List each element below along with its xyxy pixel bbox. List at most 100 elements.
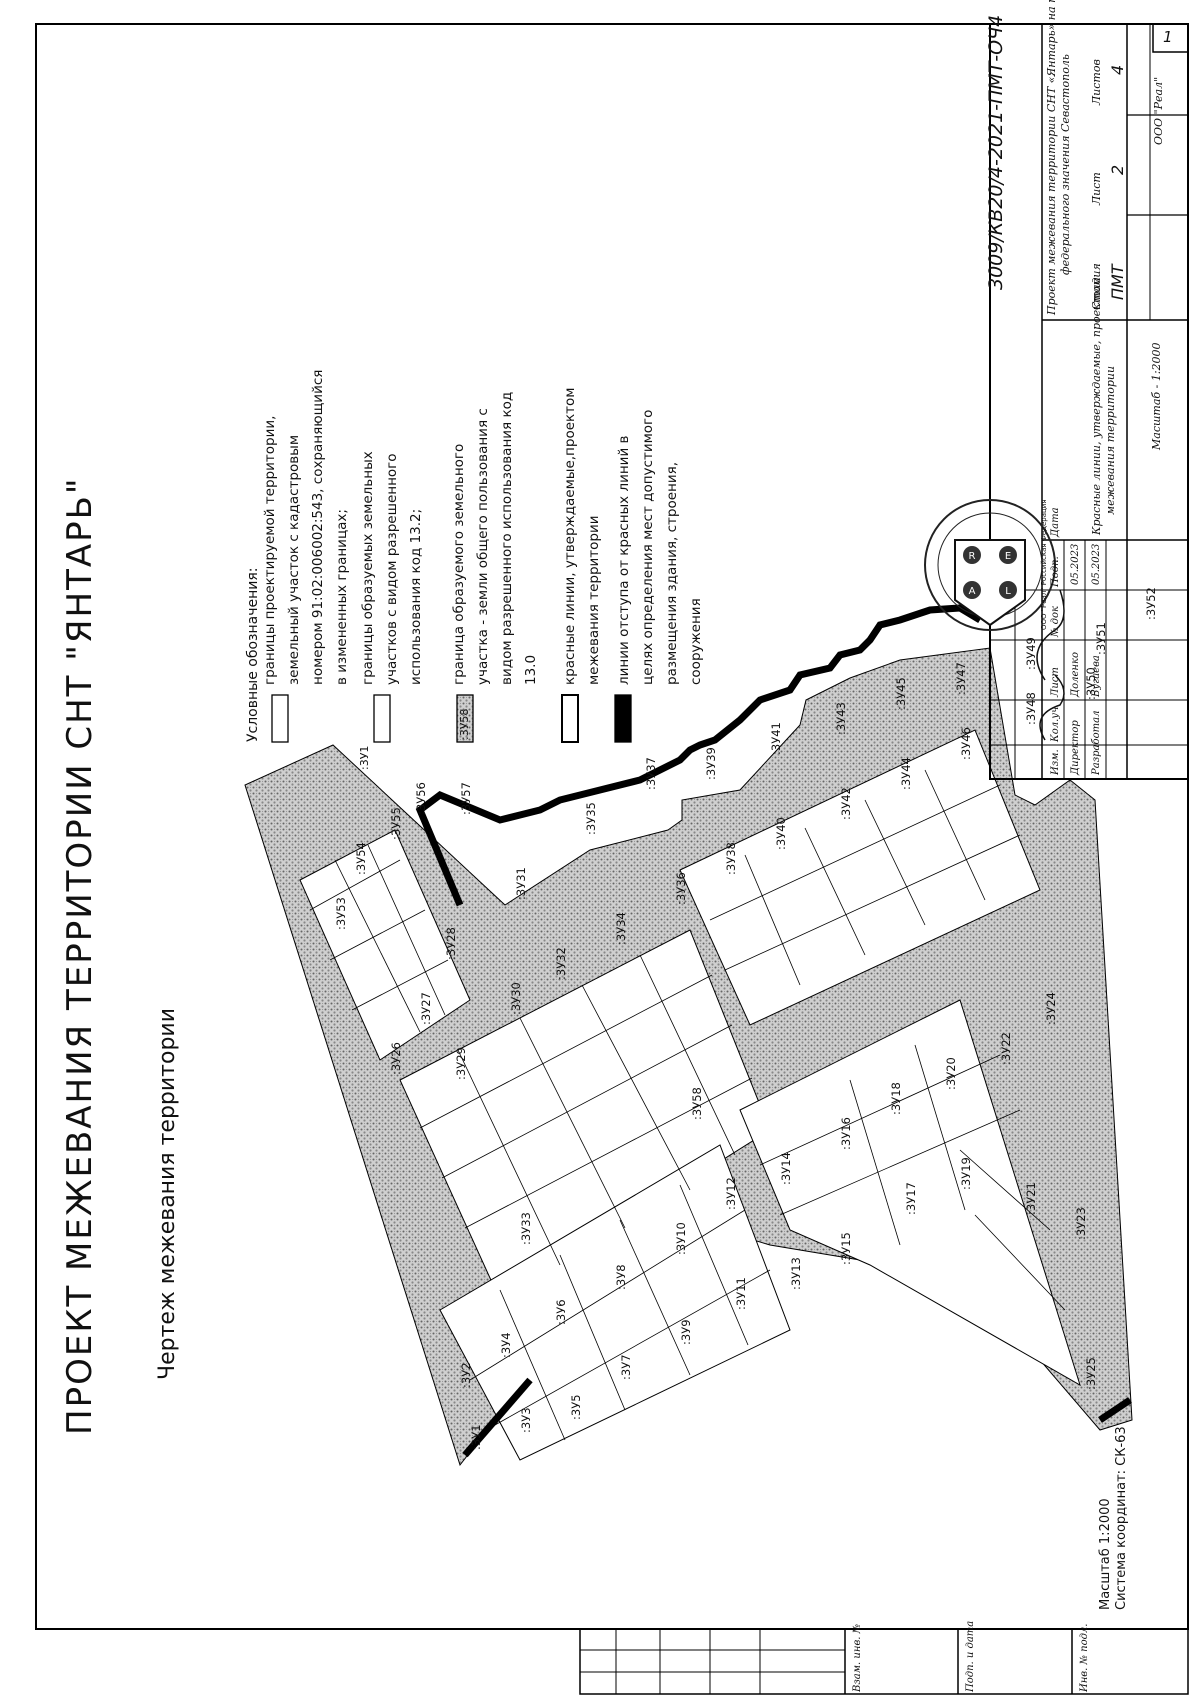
plot-label: :3У20	[944, 1057, 958, 1090]
plot-label: :3У10	[674, 1222, 688, 1255]
legend-symbol-plot	[373, 694, 391, 743]
plot-label: :3У18	[889, 1082, 903, 1115]
plot-label: :3У48	[1024, 692, 1038, 725]
plot-label: :3У16	[839, 1117, 853, 1150]
plot-label: :3У38	[724, 842, 738, 875]
svg-text:E: E	[1005, 551, 1011, 562]
plot-label: :3У46	[959, 727, 973, 760]
seal-caption: ООО "Реал" Российская Федерация	[1040, 499, 1048, 630]
role-developer: Разработал	[1091, 710, 1102, 775]
coord-system-text: Система координат: СК-63	[1114, 1426, 1129, 1610]
plot-label: :3У19	[959, 1157, 973, 1190]
svg-text:L: L	[1005, 586, 1011, 597]
plot-label: :3У2	[459, 1362, 473, 1388]
plot-label: :3У3	[519, 1407, 533, 1433]
plot-label: :3У41	[769, 722, 783, 755]
drawing-subtitle: Чертеж межевания территории	[155, 1007, 180, 1380]
legend-symbols	[271, 694, 632, 743]
name-director: Доленко	[1070, 651, 1081, 697]
plot-label: :3У22	[999, 1032, 1013, 1065]
plot-label: :3У23	[1074, 1207, 1088, 1240]
binding-strip	[579, 1628, 1189, 1695]
legend-symbol-setback	[614, 694, 632, 743]
plot-label: :3У55	[389, 807, 403, 840]
date-developer: 05.2023	[1091, 543, 1102, 585]
legend-symbol-common	[456, 694, 474, 743]
plot-label: :3У26	[389, 1042, 403, 1075]
plot-label: :3У39	[704, 747, 718, 780]
plot-label: :3У56	[414, 782, 428, 815]
strip-label-sign: Подп. и дата	[965, 1620, 976, 1692]
legend-symbol-red-line	[561, 694, 579, 743]
sheet-value: 2	[1108, 164, 1127, 175]
scale-text: Масштаб 1:2000	[1098, 1498, 1113, 1610]
plot-label: :3У49	[1024, 637, 1038, 670]
sheets-value: 4	[1108, 64, 1127, 75]
plot-label: :3У25	[1084, 1357, 1098, 1390]
scale-note: Масштаб 1:2000 Система координат: СК-63	[1098, 1426, 1130, 1610]
plot-label: :3У31	[514, 867, 528, 900]
plot-label: :3У35	[584, 802, 598, 835]
legend-item-territory: границы проектируемой территории, земель…	[262, 369, 350, 685]
col-kol: Кол.уч	[1050, 706, 1061, 742]
legend-item-red-lines: красные линии, утверждаемые,проектом меж…	[562, 387, 602, 685]
plot-label: :3У8	[614, 1264, 628, 1290]
plot-boundaries	[309, 769, 1066, 1441]
plot-label: :3У51	[1094, 622, 1108, 655]
plot-block-center-east	[679, 729, 1041, 1026]
legend-item-common: граница образуемого земельного участка -…	[451, 391, 539, 685]
plot-label: :3У58	[690, 1087, 704, 1120]
page-title: ПРОЕКТ МЕЖЕВАНИЯ ТЕРРИТОРИИ СНТ "ЯНТАРЬ"	[60, 476, 100, 1435]
plot-label: :3У4	[499, 1332, 513, 1358]
plot-label: :3У5	[569, 1394, 583, 1420]
plot-label: :3У47	[954, 662, 968, 695]
plot-label: :3У29	[454, 1047, 468, 1080]
plot-label: :3У33	[519, 1212, 533, 1245]
plot-label: :3У21	[1024, 1182, 1038, 1215]
svg-text:A: A	[969, 586, 976, 597]
plot-label: :3У15	[839, 1232, 853, 1265]
plot-label: :3У52	[1144, 587, 1158, 620]
legend-common-label: :3У58	[458, 708, 471, 740]
legend-item-plots: границы образуемых земельных участков с …	[360, 451, 424, 685]
stage-value: ПМТ	[1108, 264, 1127, 300]
project-title: Проект межевания территории СНТ «Янтарь»…	[1045, 0, 1072, 315]
sheet-number: 1	[1163, 28, 1173, 46]
sheets-label: Листов	[1090, 59, 1103, 105]
plot-label: :3У28	[444, 927, 458, 960]
territory-map	[244, 604, 1133, 1467]
plot-block-north	[299, 829, 471, 1061]
legend-item-setback: линии отступа от красных линий в целях о…	[616, 409, 704, 685]
plot-label: :3У45	[894, 677, 908, 710]
col-podp: Подп.	[1050, 556, 1061, 587]
plot-label: :3У6	[554, 1299, 568, 1325]
stage-label: Стадия	[1090, 263, 1103, 310]
plot-label: :3У42	[839, 787, 853, 820]
company-seal: R E A L	[924, 499, 1065, 741]
plot-label: :3У13	[789, 1257, 803, 1290]
plot-label: :3У32	[554, 947, 568, 980]
col-ndok: № док	[1050, 606, 1061, 637]
plot-label: :3У11	[734, 1277, 748, 1310]
plot-label: :3У54	[354, 842, 368, 875]
document-number: 3009/КВ20/4-2021-ПМТ-ОЧ4	[985, 14, 1007, 290]
plot-label: :3У53	[334, 897, 348, 930]
plot-label: :3У12	[724, 1177, 738, 1210]
plot-label: :3У34	[614, 912, 628, 945]
plot-label: :3У44	[899, 757, 913, 790]
col-data: Дата	[1050, 507, 1061, 537]
plot-label: :3У14	[779, 1152, 793, 1185]
plot-label: :3У27	[419, 992, 433, 1025]
plot-label: :3У57	[459, 782, 473, 815]
name-developer: Бугаева	[1091, 655, 1102, 697]
plot-label: :3У7	[619, 1354, 633, 1380]
plot-label: :3У30	[509, 982, 523, 1015]
setback-lines	[415, 604, 1132, 1458]
col-izm: Изм.	[1050, 749, 1061, 775]
plot-label: :3У1	[469, 1424, 483, 1450]
company-name: ООО "Реал"	[1152, 76, 1165, 145]
plot-label: :3У9	[679, 1319, 693, 1345]
strip-label-inventory: Инв. № подл.	[1079, 1623, 1090, 1692]
